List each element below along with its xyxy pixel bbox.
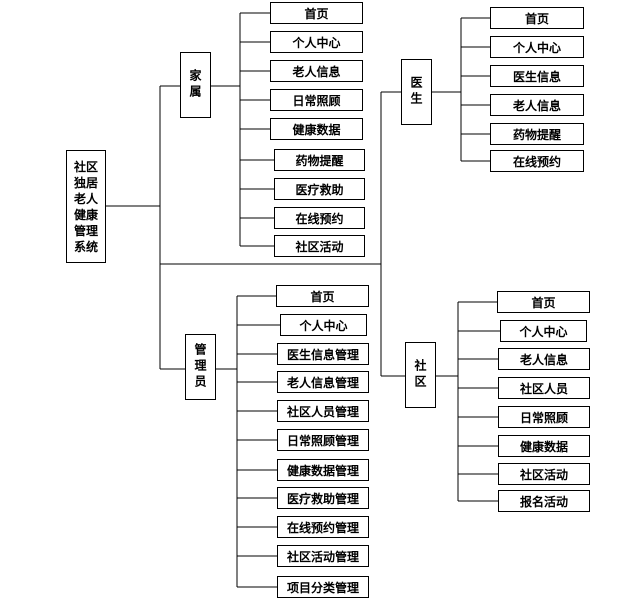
community-item: 老人信息 [498,348,590,370]
role-node-admin: 管理员 [185,334,216,400]
admin-item: 医生信息管理 [277,343,369,365]
doctor-item: 个人中心 [490,36,584,58]
family-item: 医疗救助 [274,178,365,200]
admin-item: 社区人员管理 [277,400,369,422]
doctor-item: 医生信息 [490,65,584,87]
role-node-doctor: 医生 [401,59,432,125]
doctor-item: 药物提醒 [490,123,584,145]
family-item: 社区活动 [274,235,365,257]
community-item: 个人中心 [500,320,587,342]
role-node-family: 家属 [180,52,211,118]
community-item: 健康数据 [498,435,590,457]
role-node-community: 社区 [405,342,436,408]
role-label-doctor: 医生 [409,76,423,108]
admin-item: 在线预约管理 [277,516,369,538]
role-label-community: 社区 [413,359,427,391]
family-item: 在线预约 [274,207,365,229]
family-item: 日常照顾 [270,89,363,111]
family-item: 老人信息 [270,60,363,82]
doctor-item: 首页 [490,7,584,29]
community-item: 社区人员 [498,377,590,399]
admin-item: 个人中心 [280,314,367,336]
doctor-item: 老人信息 [490,94,584,116]
family-item: 健康数据 [270,118,363,140]
family-item: 首页 [270,2,363,24]
family-item: 个人中心 [270,31,363,53]
root-label: 社区独居老人健康管理系统 [73,159,98,254]
family-item: 药物提醒 [274,149,365,171]
admin-item: 社区活动管理 [277,545,369,567]
doctor-item: 在线预约 [490,150,584,172]
role-label-family: 家属 [188,69,202,101]
admin-item: 医疗救助管理 [277,487,369,509]
admin-item: 健康数据管理 [277,459,369,481]
community-item: 社区活动 [498,463,590,485]
admin-item: 老人信息管理 [277,371,369,393]
admin-item: 项目分类管理 [277,576,369,598]
role-label-admin: 管理员 [193,343,207,391]
admin-item: 日常照顾管理 [277,429,369,451]
root-node: 社区独居老人健康管理系统 [66,150,106,263]
community-item: 报名活动 [498,490,590,512]
community-item: 首页 [497,291,590,313]
admin-item: 首页 [276,285,369,307]
community-item: 日常照顾 [498,406,590,428]
